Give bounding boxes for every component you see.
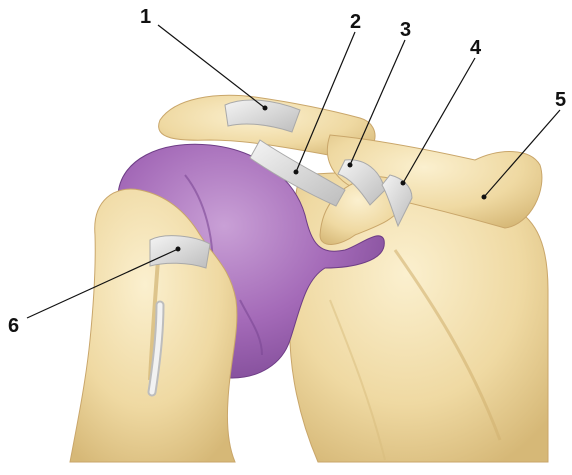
label-2: 2 [350,11,361,33]
label-4: 4 [470,37,482,59]
leader-dot-5 [482,195,487,200]
label-5: 5 [555,89,566,111]
leader-dot-1 [263,106,268,111]
leader-line-1 [158,25,265,108]
leader-dot-3 [348,163,353,168]
label-6: 6 [8,315,19,337]
leader-dot-4 [401,181,406,186]
label-1: 1 [140,6,151,28]
label-3: 3 [400,19,411,41]
leader-dot-2 [294,170,299,175]
transverse-humeral-ligament [150,236,210,268]
leader-dot-6 [176,247,181,252]
